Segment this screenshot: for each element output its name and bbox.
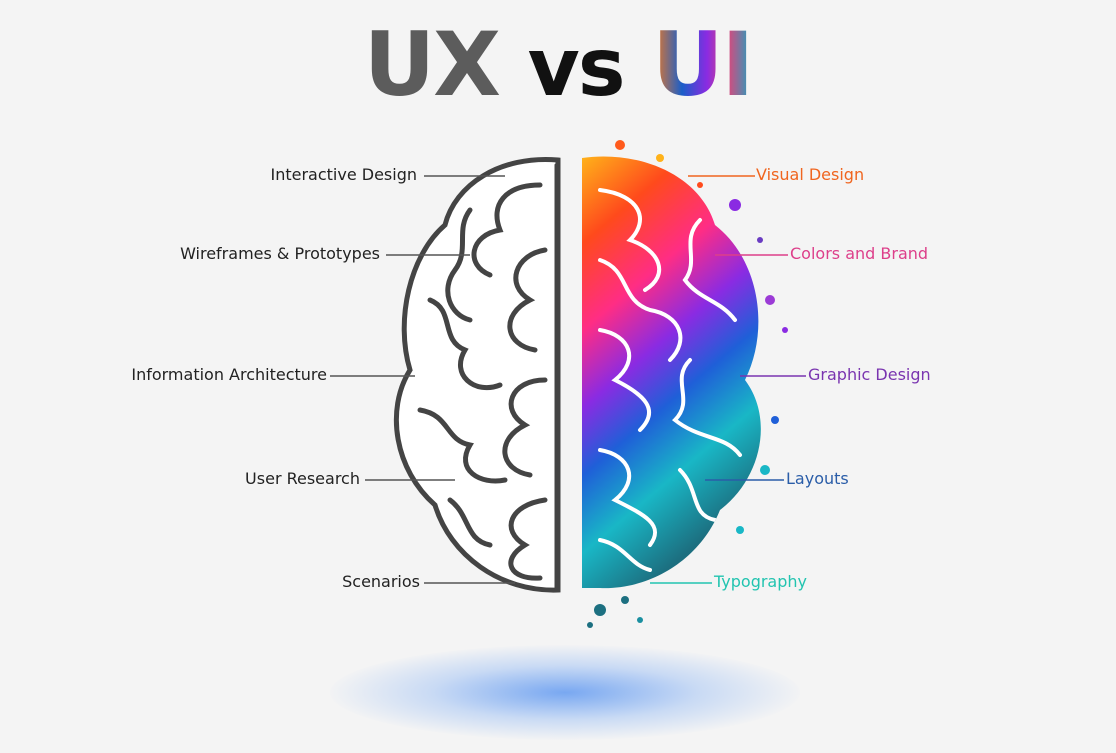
blue-glow-shadow: [330, 645, 800, 740]
title-ui: UI: [652, 13, 754, 116]
ui-connector-lines: [650, 175, 806, 584]
ux-label-information-architecture: Information Architecture: [131, 365, 327, 384]
page-title: UX vs UI: [0, 10, 1116, 123]
ui-label-colors-brand: Colors and Brand: [790, 244, 929, 263]
ux-label-scenarios: Scenarios: [342, 572, 420, 591]
ui-label-layouts: Layouts: [786, 469, 849, 488]
ui-brain-half: [582, 140, 788, 628]
ux-brain-half: [393, 156, 561, 593]
ux-label-interactive-design: Interactive Design: [270, 165, 417, 184]
ui-label-typography: Typography: [714, 572, 807, 591]
title-vs: vs: [527, 21, 626, 114]
ux-label-wireframes-prototypes: Wireframes & Prototypes: [180, 244, 380, 263]
ui-label-graphic-design: Graphic Design: [808, 365, 931, 384]
title-ux: UX: [363, 13, 501, 116]
ux-label-user-research: User Research: [245, 469, 360, 488]
ui-label-visual-design: Visual Design: [756, 165, 865, 184]
ux-connector-lines: [330, 175, 515, 584]
